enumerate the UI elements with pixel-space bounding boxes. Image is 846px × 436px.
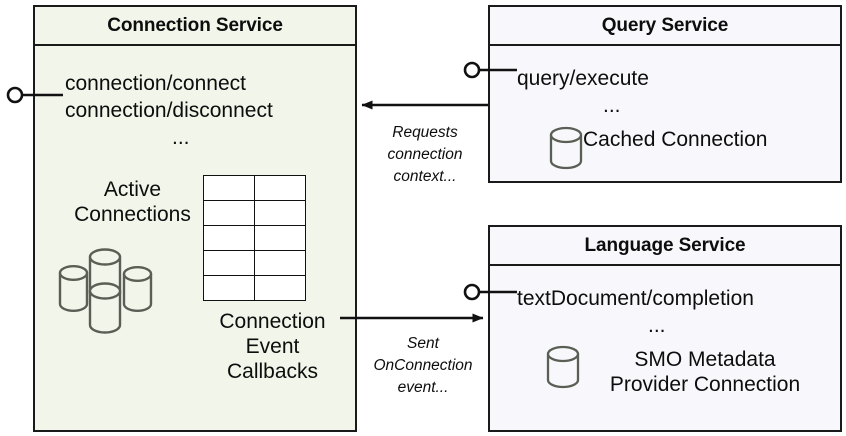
query-service-body: query/execute ... Cached Connection bbox=[490, 46, 840, 181]
query-service-ellipsis: ... bbox=[603, 94, 621, 117]
connector-label-sent-onconnection-event: Sent OnConnection event... bbox=[373, 335, 473, 396]
connection-event-callbacks-table[interactable] bbox=[203, 175, 306, 301]
table-cell bbox=[254, 225, 306, 251]
language-service-ellipsis: ... bbox=[648, 314, 666, 337]
table-cell bbox=[203, 275, 255, 301]
language-service-body: textDocument/completion ... SMO Metadata… bbox=[490, 266, 840, 430]
connection-service-interface-connect[interactable]: connection/connect bbox=[65, 72, 246, 95]
table-cell bbox=[254, 175, 306, 201]
language-service-interface-completion[interactable]: textDocument/completion bbox=[517, 287, 754, 310]
connection-service-interface-disconnect[interactable]: connection/disconnect bbox=[65, 99, 273, 122]
table-row bbox=[203, 250, 306, 276]
query-service-title: Query Service bbox=[490, 7, 840, 46]
table-cell bbox=[254, 275, 306, 301]
active-connections-label: Active Connections bbox=[74, 178, 191, 226]
table-row bbox=[203, 225, 306, 251]
connection-service-title: Connection Service bbox=[35, 7, 355, 46]
table-row bbox=[203, 175, 306, 201]
table-cell bbox=[203, 175, 255, 201]
table-row bbox=[203, 275, 306, 301]
smo-metadata-provider-connection-label: SMO Metadata Provider Connection bbox=[609, 348, 801, 396]
table-cell bbox=[203, 225, 255, 251]
table-cell bbox=[254, 250, 306, 276]
table-cell bbox=[203, 200, 255, 226]
component-connection-service[interactable]: Connection Service connection/connect co… bbox=[33, 5, 357, 432]
database-cylinder-icon bbox=[546, 345, 580, 389]
connector-label-requests-connection-context: Requests connection context... bbox=[387, 124, 463, 185]
connection-service-ellipsis: ... bbox=[172, 126, 190, 149]
table-cell bbox=[203, 250, 255, 276]
query-service-interface-execute[interactable]: query/execute bbox=[517, 67, 649, 90]
component-query-service[interactable]: Query Service query/execute ... Cached C… bbox=[488, 5, 842, 183]
database-cluster-icon bbox=[58, 248, 153, 334]
database-cylinder-icon bbox=[549, 126, 583, 170]
cached-connection-label: Cached Connection bbox=[583, 128, 768, 151]
connection-service-body: connection/connect connection/disconnect… bbox=[35, 46, 355, 430]
table-row bbox=[203, 200, 306, 226]
language-service-title: Language Service bbox=[490, 227, 840, 266]
connection-event-callbacks-label: Connection Event Callbacks bbox=[219, 310, 326, 383]
table-cell bbox=[254, 200, 306, 226]
component-language-service[interactable]: Language Service textDocument/completion… bbox=[488, 225, 842, 432]
